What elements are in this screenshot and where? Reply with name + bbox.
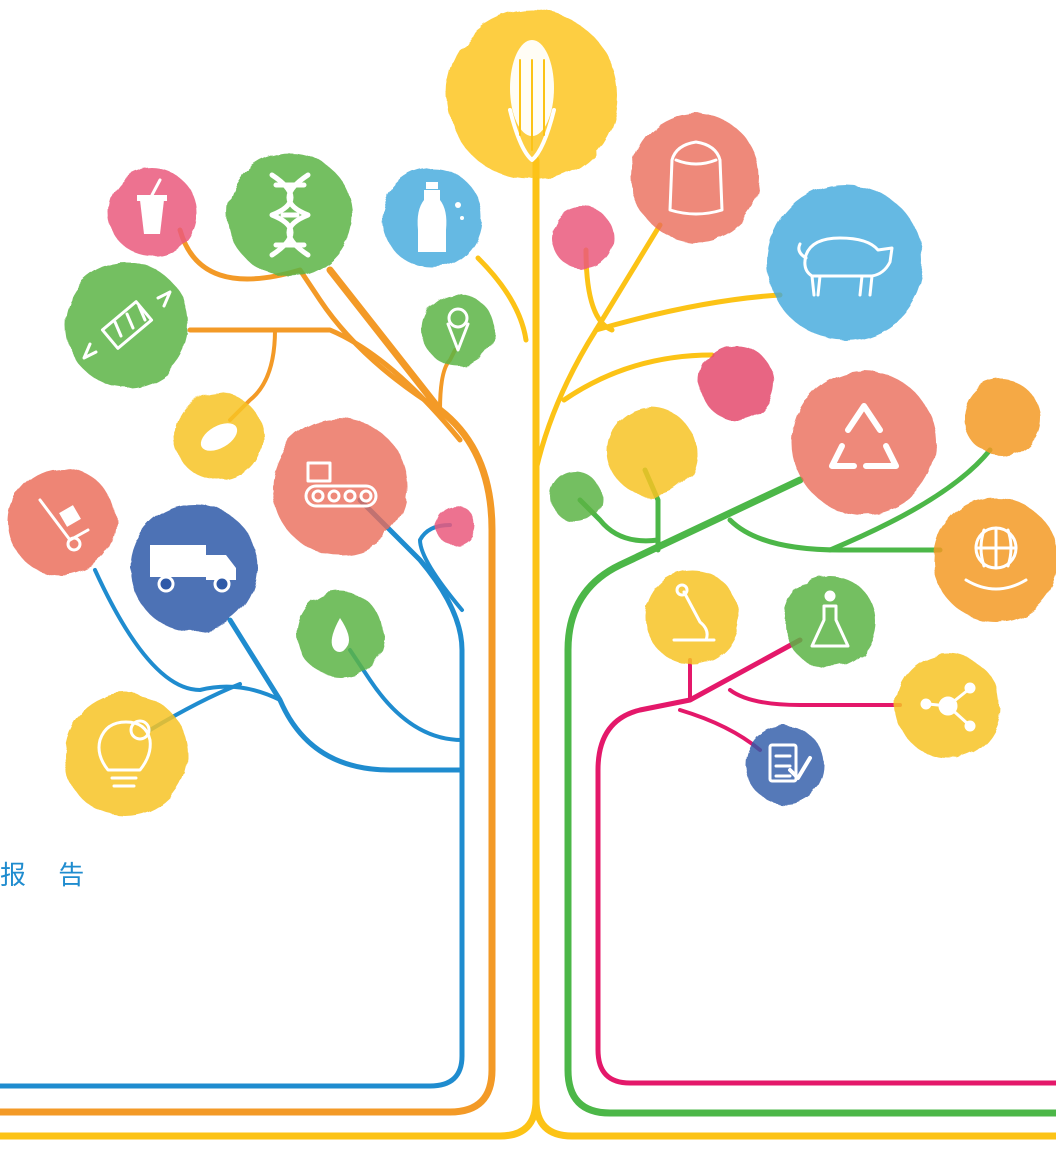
pig-circle: [767, 184, 923, 340]
recycle-circle: [792, 371, 936, 515]
microscope-circle: [645, 570, 739, 664]
small-pink-circle: [552, 207, 614, 269]
orange-right-circle: [964, 380, 1040, 456]
green-dot-circle: [551, 472, 601, 522]
microscope-icon: [672, 583, 716, 642]
dna-icon: [269, 172, 311, 258]
molecule-icon: [920, 682, 976, 732]
globe-hand-icon: [964, 526, 1028, 591]
lightbulb-gear-icon: [97, 719, 152, 788]
bulb-circle: [64, 693, 188, 817]
candy-circle: [65, 263, 189, 387]
hand-truck-icon: [38, 498, 90, 552]
icecream-circle: [422, 294, 494, 366]
sack-circle: [632, 114, 760, 242]
bread-icon: [200, 423, 238, 451]
water-bottle-icon: [417, 182, 464, 252]
caption-text: 报 告: [0, 861, 97, 891]
drink-cup-icon: [137, 178, 167, 234]
checklist-icon: [768, 743, 812, 783]
corn-icon: [508, 40, 556, 162]
water-drop-icon: [331, 618, 349, 652]
orange-mid-circle: [608, 408, 696, 496]
delivery-truck-icon: [150, 545, 236, 593]
candy-icon: [82, 290, 172, 360]
flask-circle: [784, 576, 876, 668]
conveyor-icon: [304, 461, 378, 508]
pink-dot-circle: [436, 506, 476, 546]
pink-mid-circle: [700, 346, 774, 420]
flask-icon: [810, 590, 850, 648]
recycle-icon: [829, 403, 899, 469]
pig-icon: [797, 236, 894, 297]
flour-sack-icon: [668, 140, 724, 216]
ice-cream-icon: [446, 307, 470, 352]
node-icons: [38, 40, 1028, 788]
handtruck-circle: [8, 468, 116, 576]
